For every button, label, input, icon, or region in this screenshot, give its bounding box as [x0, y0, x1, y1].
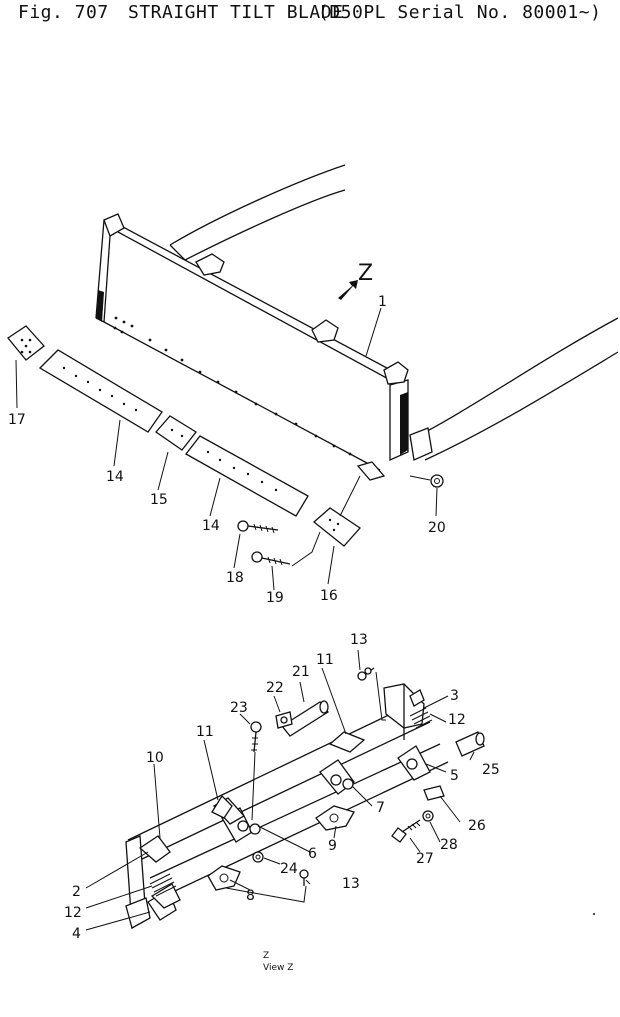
callout-25: 25	[482, 762, 500, 778]
callout-11-a: 11	[196, 724, 214, 740]
washer-28	[422, 810, 434, 822]
callout-18: 18	[226, 570, 244, 586]
pin-25	[455, 731, 485, 757]
shim-stack-12-right	[409, 707, 433, 729]
frame-view-z	[125, 683, 449, 930]
callout-9: 9	[328, 838, 337, 854]
callout-3: 3	[450, 688, 459, 704]
callout-27: 27	[416, 851, 434, 867]
upper-leaders	[15, 307, 438, 591]
view-z-arrow: Z	[338, 261, 373, 300]
callout-11-b: 11	[316, 652, 334, 668]
cutting-edge-right	[185, 435, 309, 517]
callout-28: 28	[440, 837, 458, 853]
figure-title: STRAIGHT TILT BLADE	[128, 2, 344, 23]
serial-range: (D50PL Serial No. 80001~)	[318, 2, 602, 23]
callout-8: 8	[246, 888, 255, 904]
view-direction-label: Z	[358, 261, 373, 286]
callout-17: 17	[8, 412, 26, 428]
callouts-upper: 1 14 15 14 16 17 18 19 20	[8, 294, 446, 606]
callout-1: 1	[378, 294, 387, 310]
lower-leaders	[85, 649, 475, 931]
end-bit-right	[312, 461, 386, 547]
bolt-23	[250, 721, 262, 821]
callout-20: 20	[428, 520, 446, 536]
fitting-22	[275, 711, 293, 729]
leader-19-16	[291, 531, 321, 567]
callout-12-a: 12	[448, 712, 466, 728]
nut-24	[252, 851, 264, 863]
callout-2: 2	[72, 884, 81, 900]
cutting-edge-left	[38, 349, 163, 433]
callout-14-b: 14	[202, 518, 220, 534]
callouts-lower: 2 3 4 5 6 7 8 9 10 11 11 12 12 13 13 21 …	[64, 632, 500, 942]
grease-fitting-13-bottom	[299, 869, 309, 886]
callout-24: 24	[280, 861, 298, 877]
push-arm-right	[409, 317, 619, 461]
callout-6: 6	[308, 846, 317, 862]
callout-14-a: 14	[106, 469, 124, 485]
view-caption: View Z	[263, 963, 293, 973]
callout-5: 5	[450, 768, 459, 784]
callout-7: 7	[376, 800, 385, 816]
callout-26: 26	[468, 818, 486, 834]
callout-13-b: 13	[342, 876, 360, 892]
callout-10: 10	[146, 750, 164, 766]
end-bit-left	[7, 325, 45, 361]
callout-16: 16	[320, 588, 338, 604]
blade-bolt-holes	[113, 316, 352, 456]
callout-23: 23	[230, 700, 248, 716]
grease-fitting-13-top	[357, 667, 375, 681]
callout-21: 21	[292, 664, 310, 680]
callout-13-a: 13	[350, 632, 368, 648]
view-caption-z: Z	[263, 951, 269, 961]
pin-26	[423, 785, 445, 801]
callout-12-b: 12	[64, 905, 82, 921]
callout-22: 22	[266, 680, 284, 696]
cutting-edge-center	[155, 415, 197, 451]
bolt-27	[391, 819, 421, 843]
callout-4: 4	[72, 926, 81, 942]
callout-15: 15	[150, 492, 168, 508]
blade	[95, 213, 409, 471]
bolt-19	[251, 551, 291, 566]
push-arm-left	[169, 164, 346, 261]
figure-number: Fig. 707	[18, 2, 109, 23]
pin-21	[281, 700, 329, 737]
nut-20	[409, 474, 444, 488]
shim-stack-12-left	[149, 873, 177, 897]
callout-19: 19	[266, 590, 284, 606]
bolt-18	[237, 520, 279, 534]
figure-header: Fig. 707 STRAIGHT TILT BLADE (D50PL Seri…	[0, 2, 620, 28]
